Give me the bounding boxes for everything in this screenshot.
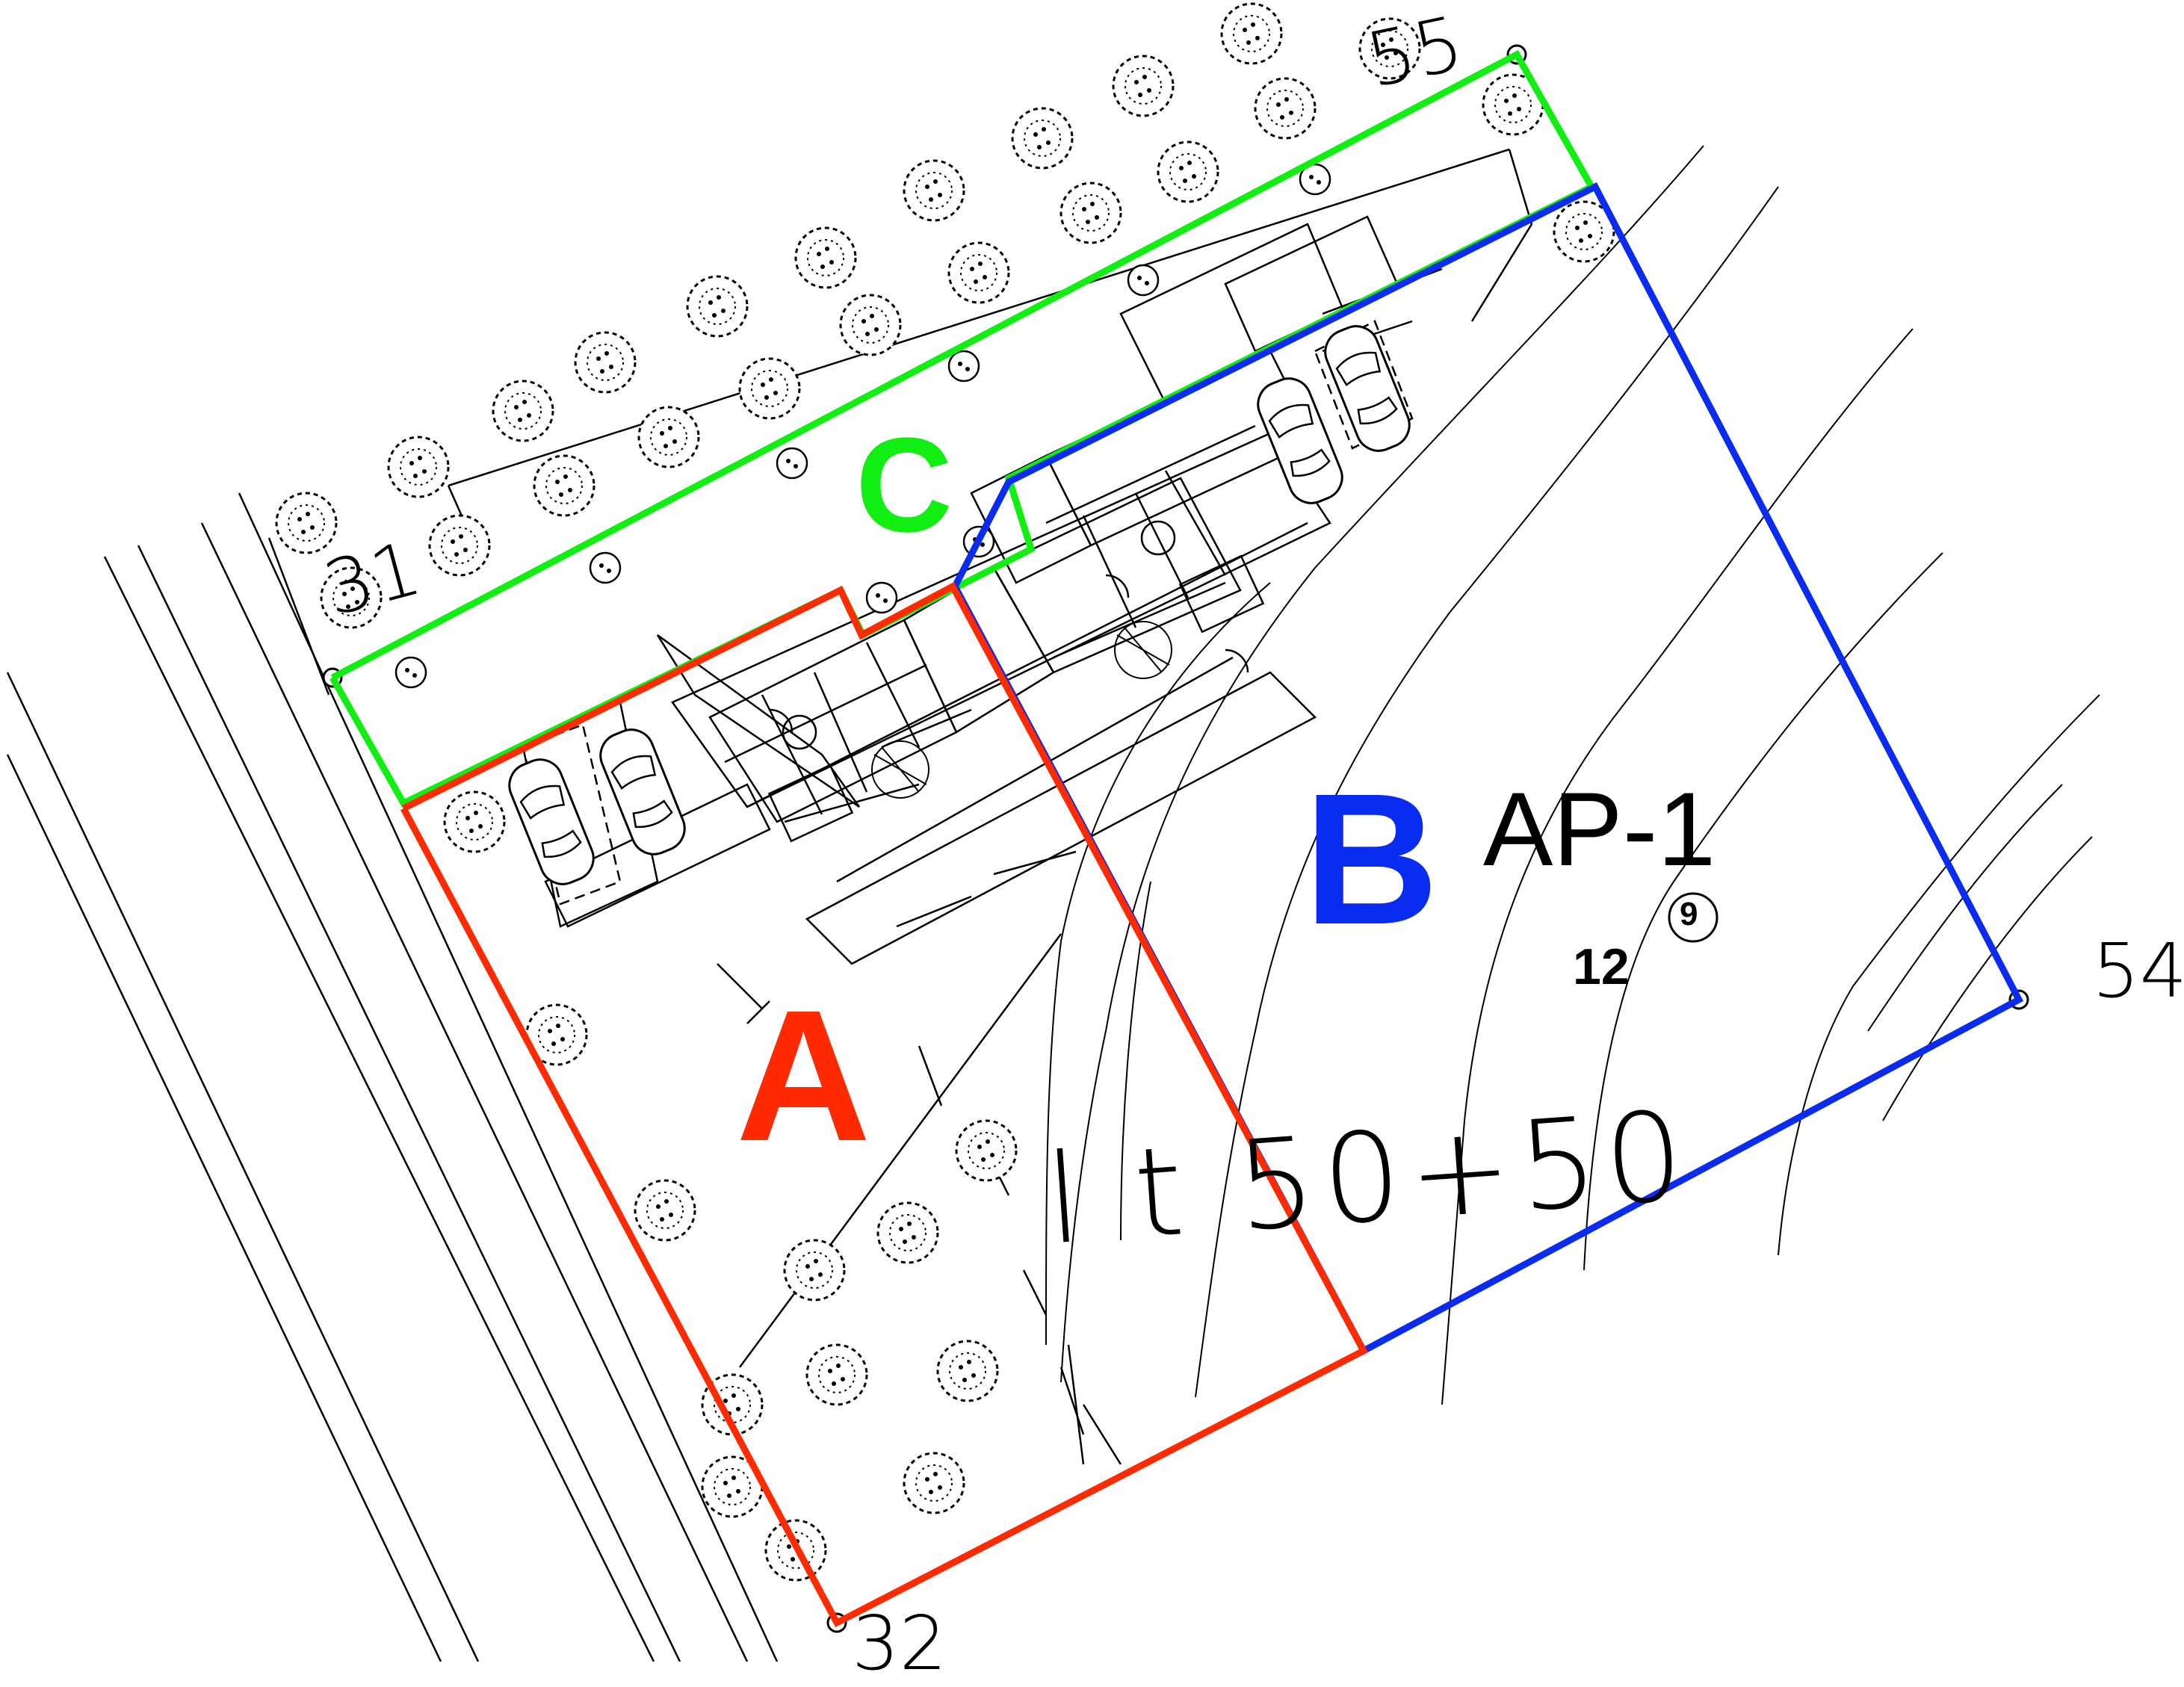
- zone-a-label: A: [736, 971, 871, 1180]
- zone-c-label: C: [856, 410, 953, 560]
- road-lines: [6, 492, 779, 1662]
- lot-number-label: 12: [1573, 938, 1630, 995]
- survey-point-label-32: 32: [852, 1600, 947, 1687]
- zone-a-outline: [400, 581, 1369, 1628]
- circled-number-ring: [1668, 892, 1719, 943]
- survey-point-label-54: 54: [2092, 927, 2184, 1015]
- stair-b: [1114, 621, 1172, 679]
- survey-point-label-31: 31: [315, 524, 430, 634]
- contour-lines: [1045, 145, 2100, 1405]
- parcel-code-label: AP-1: [1483, 770, 1716, 888]
- zone-b-label: B: [1304, 755, 1439, 963]
- stair-a: [871, 740, 929, 799]
- survey-point-label-55: 55: [1359, 0, 1470, 105]
- circled-number-label: 9: [1680, 896, 1698, 932]
